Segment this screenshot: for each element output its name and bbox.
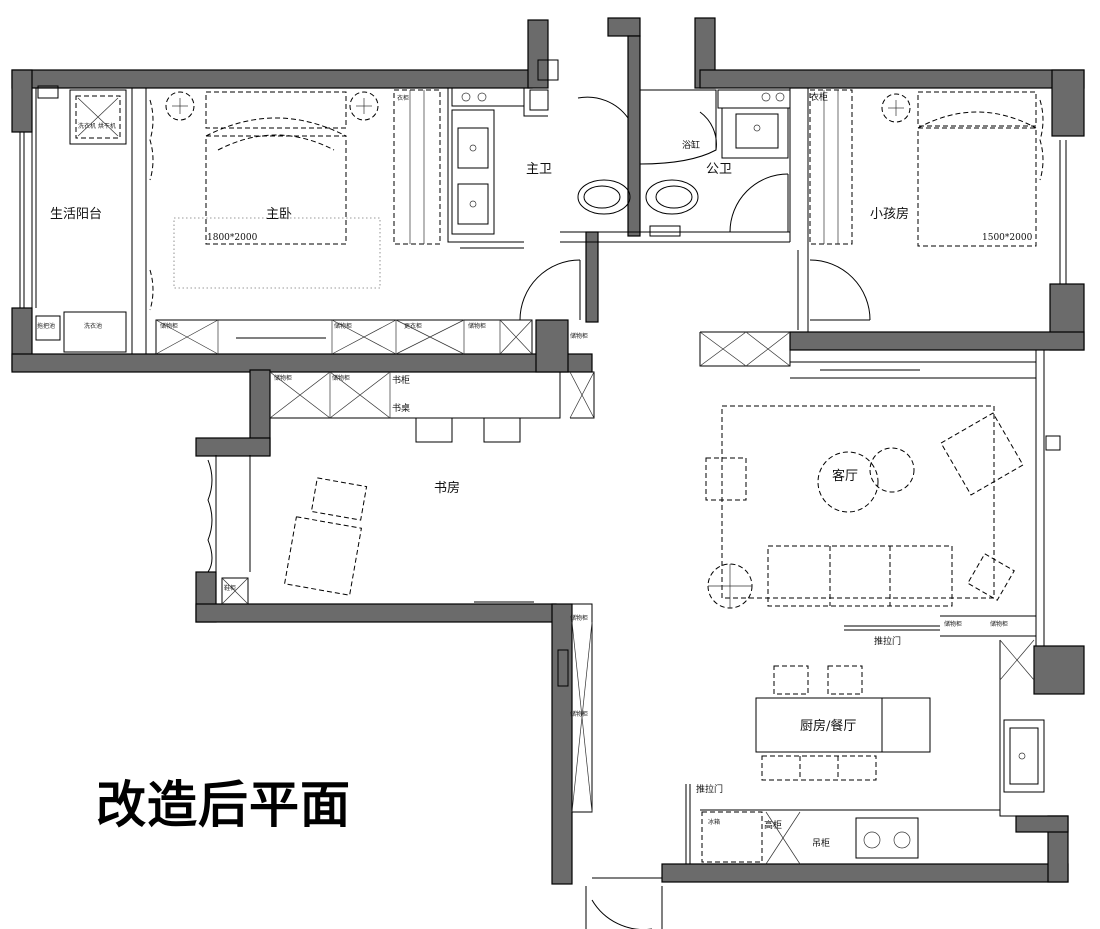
partitions — [31, 88, 1045, 929]
label-public-bath: 公卫 — [706, 162, 732, 177]
label-shoe: 鞋柜 — [224, 584, 236, 592]
label-balcony: 生活阳台 — [50, 207, 102, 222]
label-storage-6: 储物柜 — [332, 374, 350, 382]
label-mop-pool: 拖把池 — [37, 322, 55, 330]
label-tall-cabinet: 高柜 — [764, 819, 782, 831]
label-fridge: 冰箱 — [708, 818, 720, 826]
label-study: 书房 — [434, 480, 460, 496]
label-storage-1: 储物柜 — [160, 322, 178, 330]
label-bathtub: 浴缸 — [682, 139, 700, 151]
annotation-labels: 1800*2000 1500*2000 衣柜 衣柜 浴缸 书柜 书桌 推拉门 推… — [37, 91, 1033, 849]
label-washer-dryer: 洗衣机 烘干机 — [78, 122, 116, 130]
label-master-bedroom: 主卧 — [266, 207, 292, 222]
master-bath-fixtures — [451, 59, 631, 249]
master-bedroom-furniture — [149, 89, 533, 355]
label-storage-8: 储物柜 — [990, 620, 1008, 628]
label-desk: 书桌 — [392, 402, 410, 414]
walls — [11, 17, 1085, 885]
label-kitchen-dining: 厨房/餐厅 — [800, 718, 856, 734]
kids-room-furniture — [809, 89, 1067, 284]
label-storage-4: 储物柜 — [570, 332, 588, 340]
label-sliding-door-kitchen: 推拉门 — [696, 783, 723, 795]
label-kids-room: 小孩房 — [870, 206, 909, 222]
label-storage-7: 储物柜 — [944, 620, 962, 628]
label-wardrobe: 衣柜 — [397, 94, 409, 102]
label-changing: 更衣柜 — [404, 322, 422, 330]
label-kids-wardrobe: 衣柜 — [810, 91, 828, 103]
label-storage-2: 储物柜 — [334, 322, 352, 330]
bed-size-master: 1800*2000 — [207, 233, 258, 243]
label-living-room: 客厅 — [832, 468, 858, 484]
label-master-bath: 主卫 — [526, 162, 552, 177]
label-storage-5: 储物柜 — [274, 374, 292, 382]
kitchen-furniture — [557, 621, 1045, 865]
label-storage-3: 储物柜 — [468, 322, 486, 330]
living-room-furniture — [699, 331, 1061, 631]
public-bath-fixtures — [639, 89, 791, 237]
label-wall-cabinet: 吊柜 — [812, 837, 830, 849]
label-storage-9: 储物柜 — [570, 614, 588, 622]
study-furniture — [207, 371, 595, 605]
label-sink-cabinet: 洗衣池 — [84, 322, 102, 330]
room-labels: 生活阳台 主卧 主卫 公卫 小孩房 书房 客厅 厨房/餐厅 — [50, 162, 909, 734]
label-bookshelf: 书柜 — [392, 374, 410, 386]
doors — [519, 96, 871, 929]
plan-title: 改造后平面 — [96, 776, 351, 834]
bed-size-kids: 1500*2000 — [982, 233, 1033, 243]
balcony-fixtures — [19, 85, 127, 353]
label-storage-10: 储物柜 — [570, 710, 588, 718]
label-sliding-door-living: 推拉门 — [874, 635, 901, 647]
